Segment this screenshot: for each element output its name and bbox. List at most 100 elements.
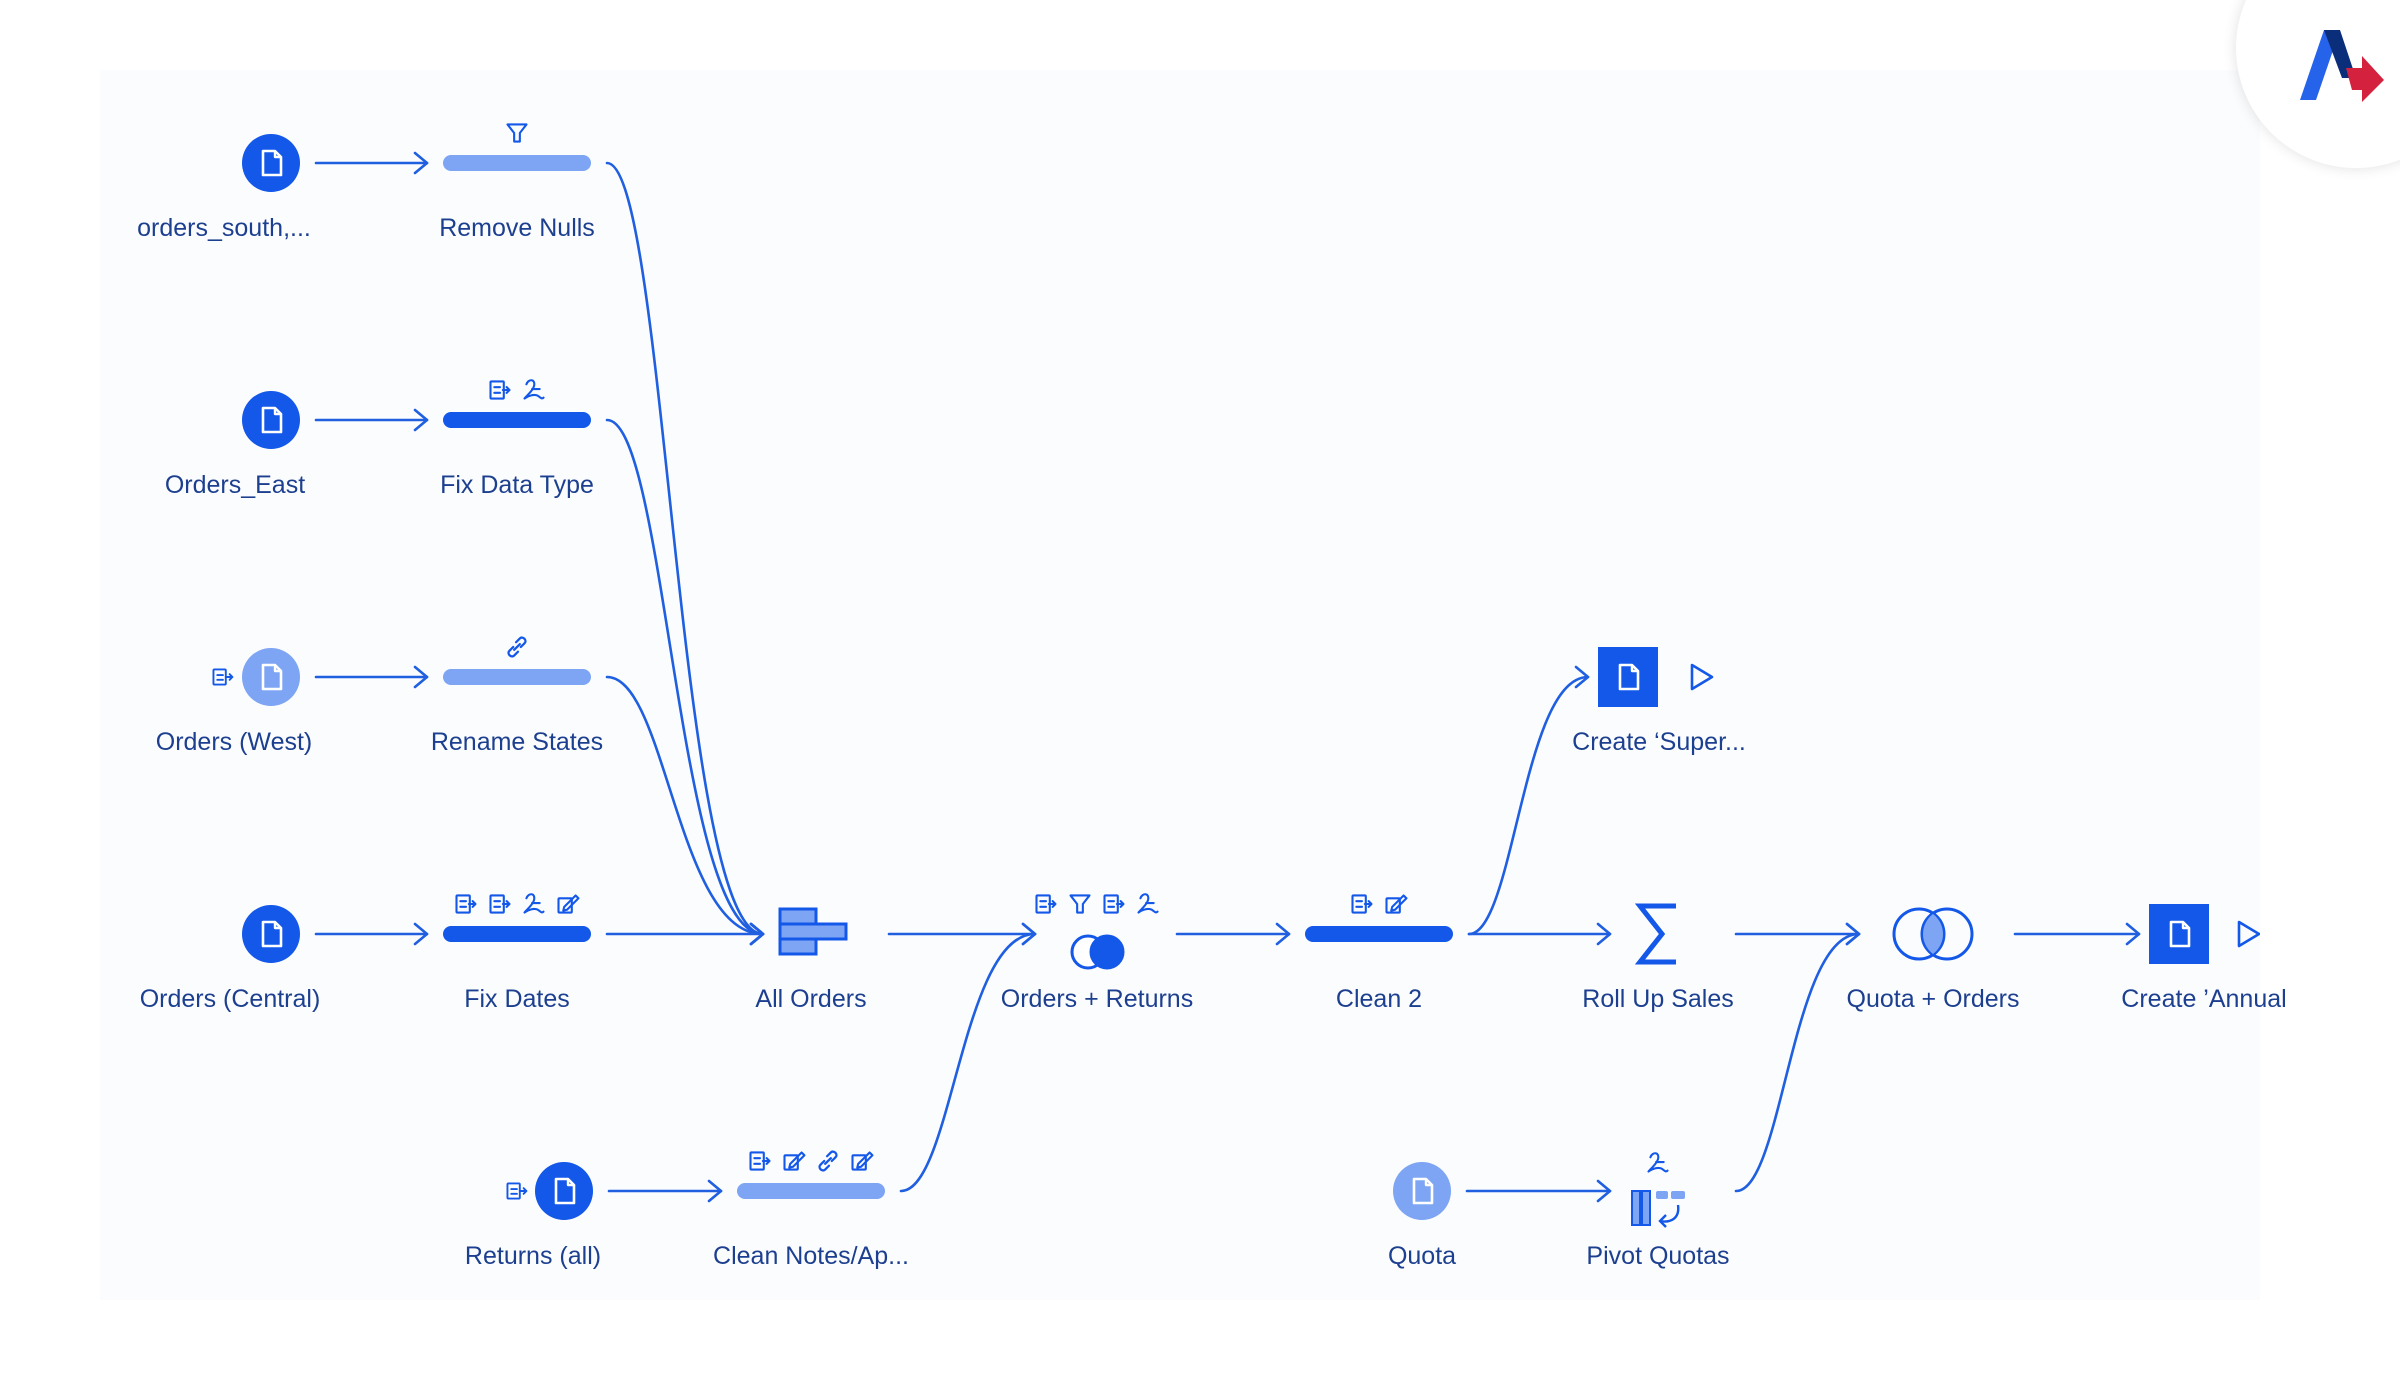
edit-icon [1385,894,1408,914]
node-pivot_quotas[interactable] [1631,1152,1685,1228]
node-label: Clean Notes/Ap... [713,1242,909,1270]
join-icon [1070,934,1125,970]
edge-fix_dates-to-all_orders [605,922,765,946]
node-label: Rename States [430,728,604,756]
full-join-icon [1892,907,1974,961]
node-label: Clean 2 [1335,985,1423,1013]
edit-icon [851,1151,874,1171]
edge-pivot_quotas-to-quota_orders [1734,922,1861,1193]
node-label: Pivot Quotas [1586,1242,1730,1270]
node-all_orders[interactable] [778,907,848,956]
node-orders_returns[interactable] [1035,893,1159,970]
edge-orders_central-to-fix_dates [314,922,429,946]
node-label: Fix Dates [464,985,570,1013]
data-type-icon [1103,894,1125,914]
calculation-icon [1647,1152,1669,1173]
clean-step-bar[interactable] [443,669,591,685]
filter-icon [506,123,528,143]
input-node-circle[interactable] [535,1162,593,1220]
node-label: orders_south,... [137,214,311,242]
node-remove_nulls[interactable] [443,123,591,171]
union-icon [778,907,848,956]
sigma-icon [1634,903,1676,965]
flow-diagram [212,123,2260,1228]
node-orders_south[interactable] [242,134,300,192]
edit-icon [557,894,580,914]
edit-icon [783,1151,806,1171]
output-node-square[interactable] [1598,647,1658,707]
clean-step-bar[interactable] [1305,926,1453,942]
data-type-icon [455,894,477,914]
node-label: Orders + Returns [1000,985,1194,1013]
node-orders_east[interactable] [242,391,300,449]
play-icon[interactable] [1690,663,1714,691]
calculation-icon [523,379,545,400]
input-node-circle[interactable] [242,391,300,449]
clean-step-bar[interactable] [443,155,591,171]
node-label: Quota [1387,1242,1457,1270]
filter-icon [1069,894,1091,914]
node-label: Roll Up Sales [1582,985,1734,1013]
edge-clean_notes-to-orders_returns [899,922,1037,1193]
edge-clean_2-to-create_super [1467,665,1590,936]
node-quota_orders[interactable] [1892,907,1974,961]
node-clean_notes[interactable] [737,1150,885,1199]
edge-returns_all-to-clean_notes [607,1179,723,1203]
logo-icon [2300,30,2384,102]
node-returns_all[interactable] [506,1162,593,1220]
edge-orders_west-to-rename_states [314,665,429,689]
node-label: Fix Data Type [440,471,594,499]
edge-remove_nulls-to-all_orders [605,161,765,946]
app-logo[interactable] [2236,0,2400,168]
input-edit-icon [212,668,234,686]
input-node-circle[interactable] [242,134,300,192]
edge-orders_east-to-fix_data_type [314,408,429,432]
output-node-square[interactable] [2149,904,2209,964]
edge-fix_data_type-to-all_orders [605,418,765,946]
calculation-icon [523,893,545,914]
nodes-layer [212,123,2260,1228]
node-label: Orders (Central) [139,985,321,1013]
clean-step-bar[interactable] [443,412,591,428]
clean-step-bar[interactable] [443,926,591,942]
input-node-circle[interactable] [242,648,300,706]
node-fix_data_type[interactable] [443,379,591,428]
edge-rename_states-to-all_orders [605,675,765,946]
node-orders_west[interactable] [212,648,300,706]
input-node-circle[interactable] [1393,1162,1451,1220]
play-icon[interactable] [2237,920,2260,948]
input-edit-icon [506,1182,528,1200]
node-label: Orders (West) [155,728,313,756]
node-orders_central[interactable] [242,905,300,963]
node-label: Remove Nulls [439,214,595,242]
node-label: Create ’Annual [2121,985,2287,1013]
node-label: Returns (all) [464,1242,602,1270]
pivot-icon [1631,1190,1685,1228]
clean-step-bar[interactable] [737,1183,885,1199]
data-type-icon [1351,894,1373,914]
node-create_annual[interactable] [2149,904,2260,964]
node-label: Orders_East [164,471,306,499]
edge-orders_returns-to-clean_2 [1175,922,1291,946]
data-type-icon [489,380,511,400]
node-clean_2[interactable] [1305,894,1453,942]
calculation-icon [1137,893,1159,914]
data-type-icon [489,894,511,914]
node-label: Create ‘Super... [1572,728,1746,756]
edge-clean_2-to-roll_up_sales [1467,922,1612,946]
edge-quota_orders-to-create_annual [2013,922,2141,946]
data-type-icon [1035,894,1057,914]
edge-orders_south-to-remove_nulls [314,151,429,175]
edges-layer [314,151,2141,1203]
node-roll_up_sales[interactable] [1634,903,1676,965]
node-label: All Orders [755,985,867,1013]
node-quota[interactable] [1393,1162,1451,1220]
node-rename_states[interactable] [443,636,591,685]
link-icon [507,636,527,658]
edge-quota-to-pivot_quotas [1465,1179,1612,1203]
node-fix_dates[interactable] [443,893,591,942]
node-label: Quota + Orders [1846,985,2020,1013]
input-node-circle[interactable] [242,905,300,963]
node-create_super[interactable] [1598,647,1714,707]
